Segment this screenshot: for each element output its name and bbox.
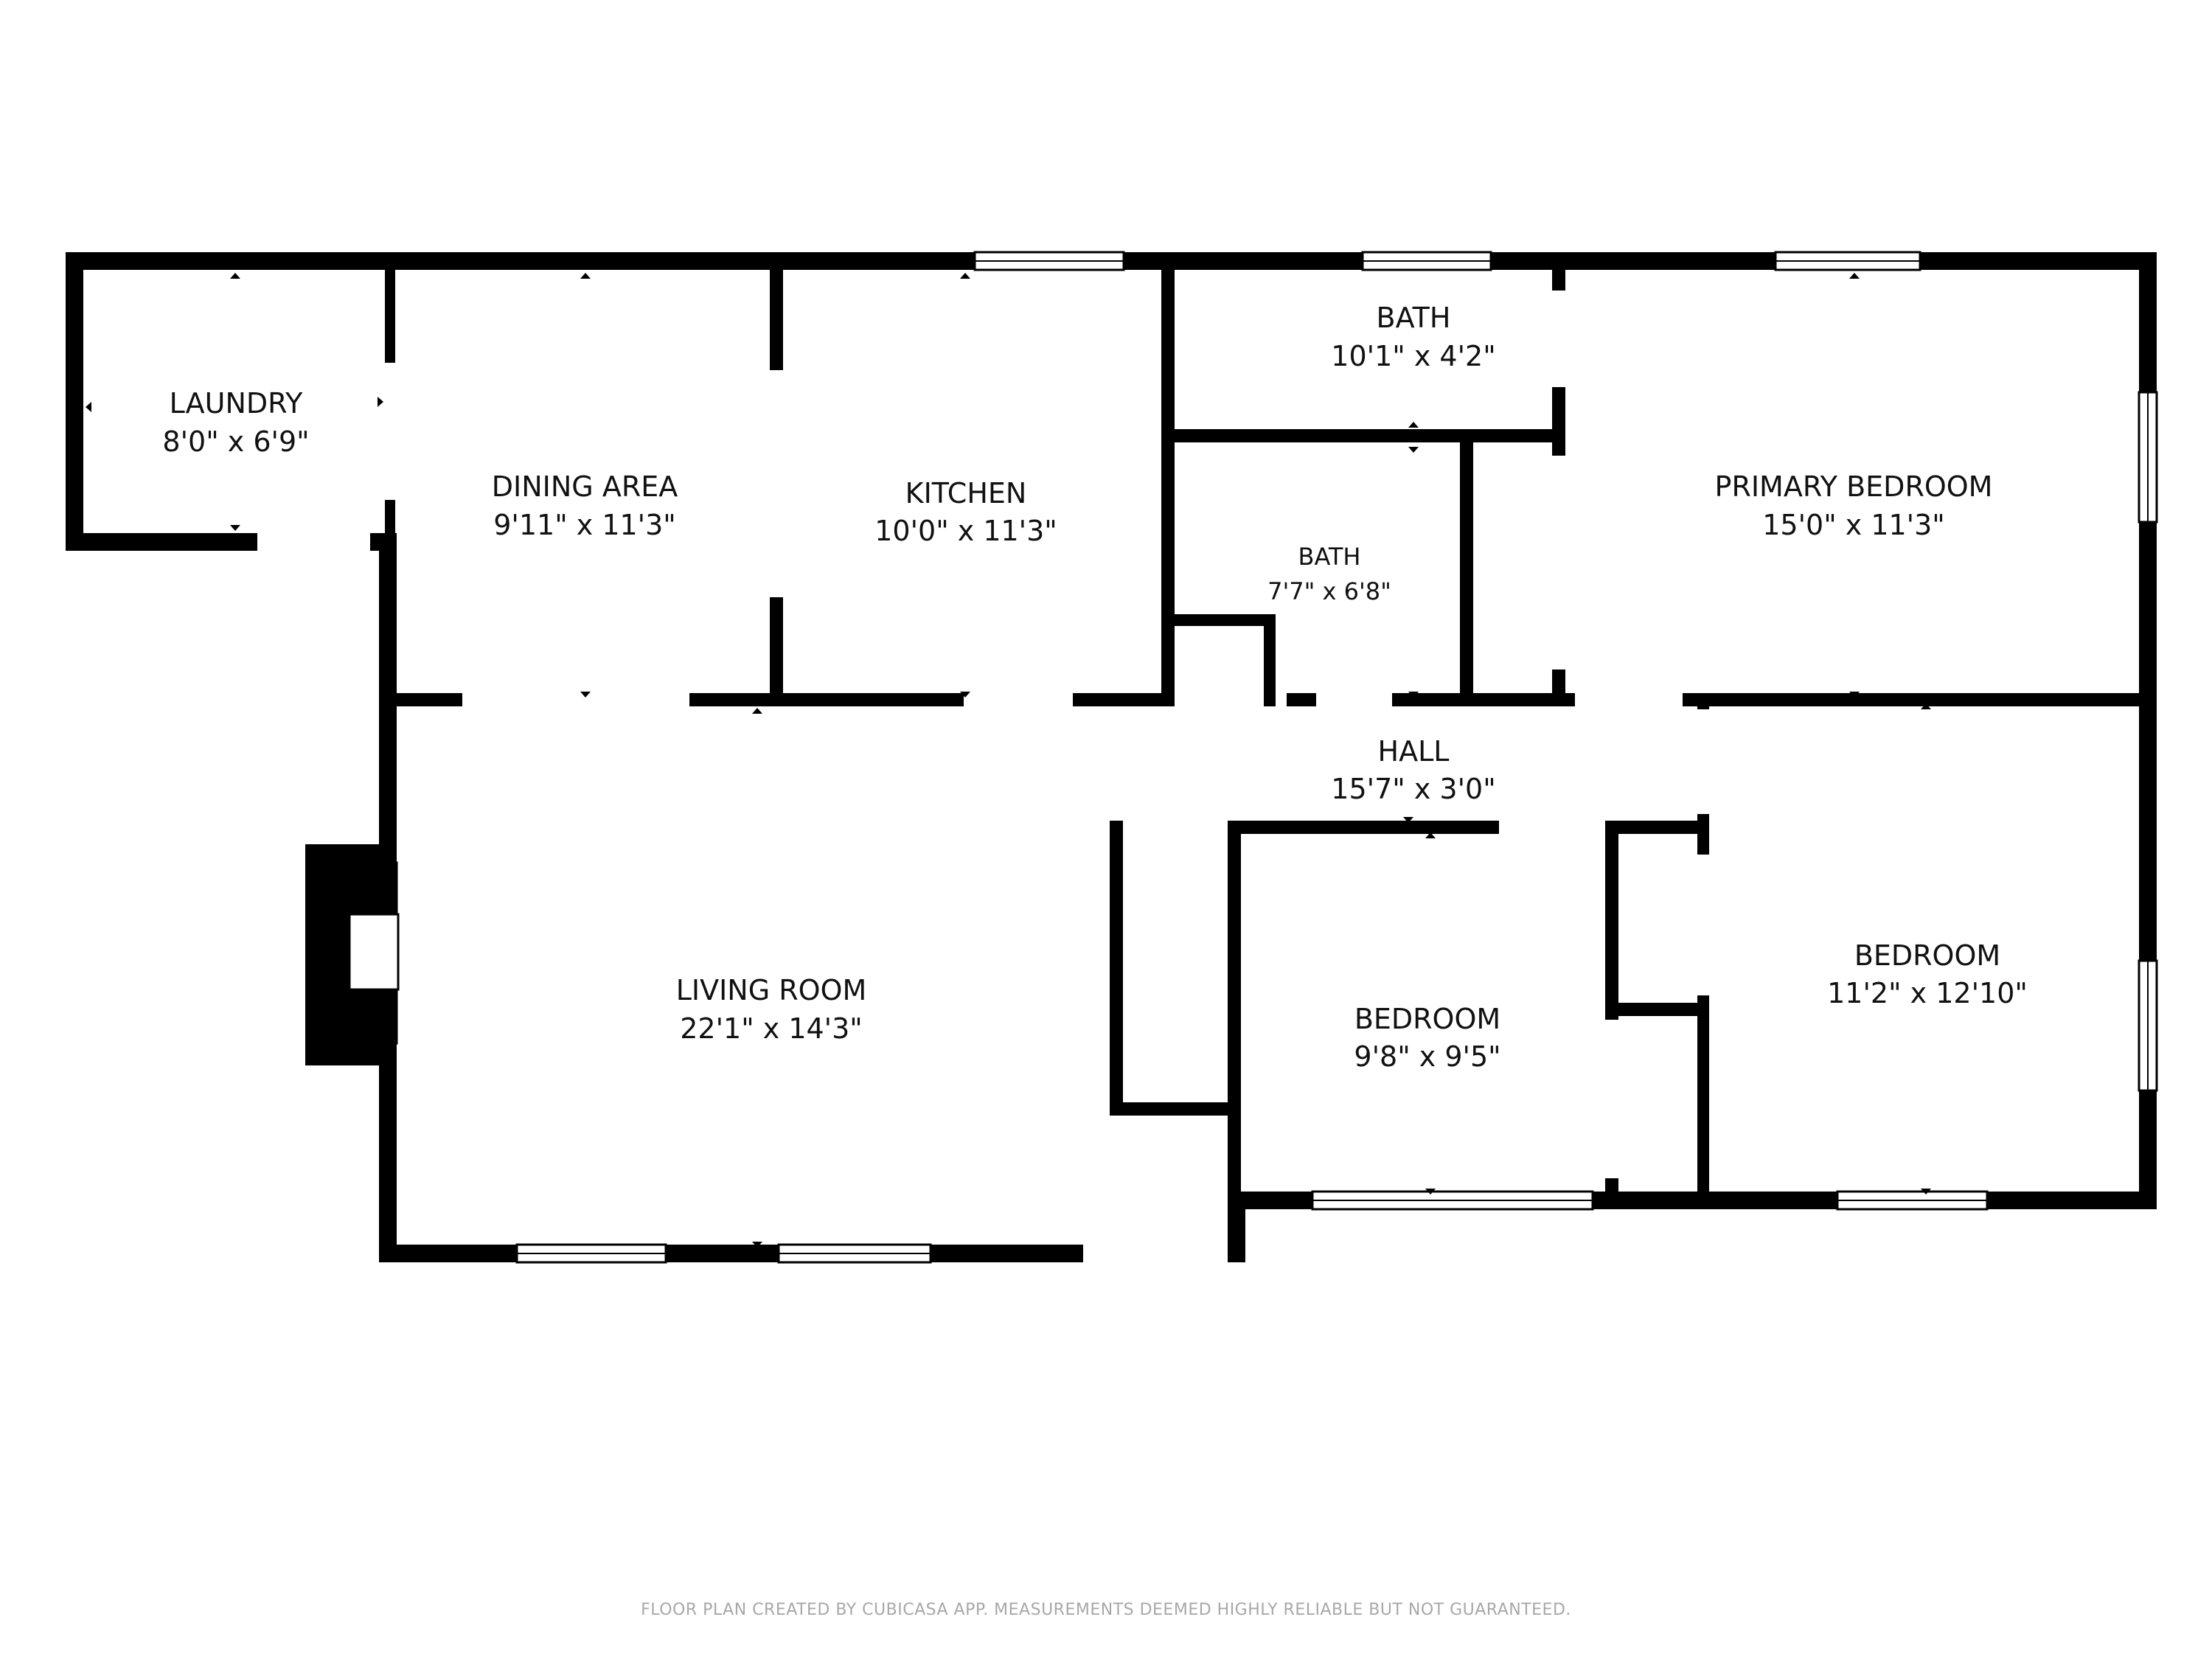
room-name-laundry: LAUNDRY <box>170 387 304 420</box>
room-dims-hall: 15'7" x 3'0" <box>1331 773 1495 805</box>
bath-hall-wall-b <box>1392 693 1575 706</box>
room-labels: LAUNDRY 8'0" x 6'9" DINING AREA 9'11" x … <box>162 302 2027 1073</box>
marker <box>1425 1189 1436 1194</box>
dining-kitchen-wall-upper <box>770 267 783 370</box>
room-dims-bedroom-center: 9'8" x 9'5" <box>1354 1040 1500 1073</box>
marker <box>230 525 240 531</box>
room-name-bath-upper: BATH <box>1377 302 1451 334</box>
bath-hall-wall-a <box>1287 693 1316 706</box>
room-dims-living-room: 22'1" x 14'3" <box>680 1012 863 1045</box>
living-bottom-right-stub <box>1228 1192 1245 1262</box>
room-dims-primary-bedroom: 15'0" x 11'3" <box>1762 509 1945 541</box>
window <box>1836 1190 1989 1211</box>
room-name-bedroom-center: BEDROOM <box>1354 1003 1500 1035</box>
marker <box>752 1242 762 1248</box>
marker <box>230 273 240 279</box>
room-name-kitchen: KITCHEN <box>905 477 1027 509</box>
marker <box>580 692 591 698</box>
closet-left-wall <box>1605 821 1618 1020</box>
window <box>1311 1190 1594 1211</box>
dimension-markers <box>86 273 1931 1248</box>
windows <box>515 251 2158 1264</box>
marker <box>1408 422 1419 428</box>
marker <box>580 273 591 279</box>
marker <box>752 708 762 714</box>
marker <box>960 692 970 698</box>
marker <box>378 397 383 407</box>
window <box>973 251 1125 271</box>
window <box>515 1243 667 1264</box>
room-name-bath-lower: BATH <box>1298 543 1361 571</box>
living-bottom-wall <box>379 1245 1083 1262</box>
window <box>2138 391 2158 524</box>
bedroom-right-left-wall <box>1697 995 1709 1209</box>
room-name-primary-bedroom: PRIMARY BEDROOM <box>1715 470 1993 503</box>
fireplace-opening <box>348 913 400 991</box>
footer-credit: FLOOR PLAN CREATED BY CUBICASA APP. MEAS… <box>641 1601 1571 1619</box>
laundry-left-wall <box>66 252 83 551</box>
bath-right-wall-mid <box>1552 387 1565 456</box>
walls <box>66 252 2157 1262</box>
laundry-bottom-wall <box>66 533 257 551</box>
marker <box>1408 692 1419 698</box>
window <box>1361 251 1492 271</box>
room-name-bedroom-right: BEDROOM <box>1854 939 2000 972</box>
bath-closet-top-wall <box>1172 614 1276 626</box>
room-name-dining-area: DINING AREA <box>492 470 678 503</box>
closet-mid-wall <box>1605 1003 1708 1016</box>
bedroom-hall-wall <box>1683 693 2157 706</box>
kitchen-hall-wall <box>1073 693 1175 706</box>
dining-living-wall-left <box>379 693 462 706</box>
bath-closet-right-wall <box>1264 614 1276 706</box>
dining-kitchen-living-wall <box>689 693 964 706</box>
bedroom-center-top-wall <box>1228 821 1499 834</box>
living-closet-bottom-wall <box>1110 1102 1241 1116</box>
laundry-dining-wall-upper <box>385 252 395 363</box>
left-exterior-wall-lower <box>379 1058 397 1262</box>
bath-right-wall-top <box>1552 267 1565 291</box>
living-closet-left-wall <box>1110 821 1123 1116</box>
hall-bedroom-stub <box>1697 814 1709 855</box>
window <box>777 1243 932 1264</box>
room-dims-bath-lower: 7'7" x 6'8" <box>1267 577 1391 605</box>
window <box>1774 251 1921 271</box>
marker <box>1849 692 1860 698</box>
bath-right-wall-bottom <box>1552 669 1565 706</box>
room-dims-laundry: 8'0" x 6'9" <box>162 425 309 458</box>
window <box>2138 959 2158 1092</box>
marker <box>1425 832 1436 838</box>
marker <box>1921 703 1931 709</box>
marker <box>960 273 970 279</box>
room-dims-bedroom-right: 11'2" x 12'10" <box>1827 977 2028 1009</box>
marker <box>1921 1189 1931 1194</box>
room-dims-dining-area: 9'11" x 11'3" <box>493 509 676 541</box>
marker <box>1408 447 1419 453</box>
closet-top-wall <box>1605 821 1708 834</box>
kitchen-bath-wall <box>1161 267 1175 706</box>
room-dims-kitchen: 10'0" x 11'3" <box>874 515 1057 547</box>
room-dims-bath-upper: 10'1" x 4'2" <box>1331 340 1495 372</box>
bedroom-center-left-wall <box>1228 821 1241 1209</box>
marker <box>1403 817 1413 823</box>
dining-kitchen-wall-lower <box>770 597 783 702</box>
room-name-hall: HALL <box>1378 735 1450 768</box>
room-name-living-room: LIVING ROOM <box>676 974 867 1006</box>
marker <box>86 402 91 412</box>
marker <box>1849 273 1860 279</box>
bedroom-right-wall-top <box>1697 693 1709 709</box>
bath-lower-right-wall <box>1460 442 1473 706</box>
bath-divider-wall <box>1161 429 1565 442</box>
